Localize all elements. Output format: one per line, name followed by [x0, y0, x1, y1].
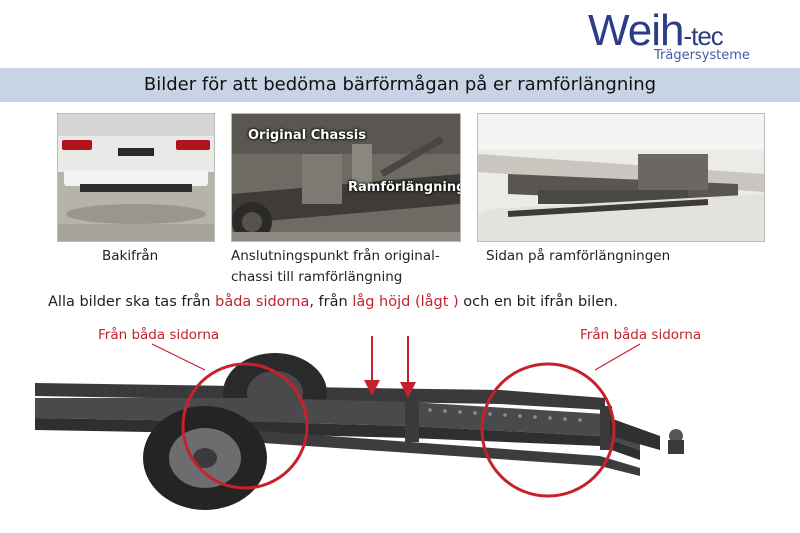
logo-dash-text: -tec [683, 21, 723, 51]
logo-wordmark: Weih-tec [588, 6, 724, 56]
frame-holes [428, 408, 582, 422]
tow-ball [669, 429, 683, 443]
page-title: Bilder för att bedöma bärförmågan på er … [143, 74, 657, 95]
photo-connection-point: Original Chassis Ramförlängning [231, 113, 461, 242]
caption-extension-side: Sidan på ramförlängningen [486, 248, 671, 264]
caption-connection-point: Anslutningspunkt från original- chassi t… [231, 246, 440, 288]
rear-view-illustration [58, 114, 214, 241]
callout-line-left [151, 343, 206, 371]
weihtec-logo: Weih-tec Trägersysteme [588, 6, 788, 66]
instruction-text: Alla bilder ska tas från båda sidorna, f… [48, 294, 618, 310]
instruction-both-sides: båda sidorna [215, 294, 310, 310]
connection-point-illustration [232, 114, 460, 241]
callout-line-right [594, 343, 641, 371]
label-right-both-sides: Från båda sidorna [580, 327, 702, 343]
label-left-both-sides: Från båda sidorna [98, 327, 220, 343]
title-band: Bilder för att bedöma bärförmågan på er … [0, 68, 800, 102]
logo-main-text: Weih [588, 6, 684, 55]
caption-rear-view: Bakifrån [102, 248, 159, 264]
tow-bar [610, 418, 660, 450]
circle-left-highlight [181, 362, 309, 490]
instruction-part5: och en bit ifrån bilen. [458, 294, 618, 310]
instruction-low-height: låg höjd (lågt ) [352, 294, 459, 310]
caption-connection-line1: Anslutningspunkt från original- [231, 248, 440, 264]
chassis-diagram [35, 336, 684, 510]
circle-right-highlight [480, 362, 616, 498]
cross-member [405, 402, 419, 442]
lower-rail [220, 428, 640, 476]
label-original-chassis: Original Chassis [248, 128, 366, 143]
logo-tagline: Trägersysteme [654, 48, 750, 63]
photo-extension-side [477, 113, 765, 242]
instruction-part1: Alla bilder ska tas från [48, 294, 216, 310]
caption-connection-line2: chassi till ramförlängning [231, 269, 403, 285]
extension-side-illustration [478, 114, 764, 241]
photo-rear-view [57, 113, 215, 242]
label-frame-extension: Ramförlängning [348, 180, 461, 195]
rear-cross-member [600, 406, 612, 450]
instruction-part3: , från [309, 294, 353, 310]
